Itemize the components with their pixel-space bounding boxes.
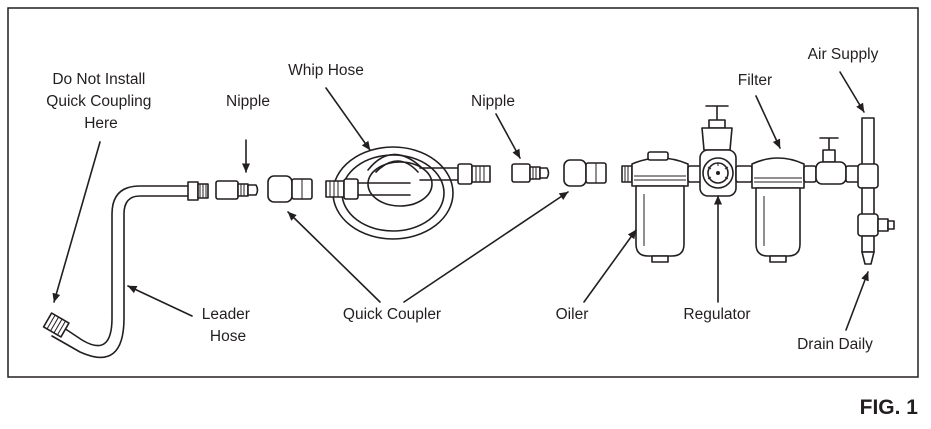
leader-hose	[42, 181, 209, 359]
label-filter: Filter	[738, 72, 772, 89]
filter	[751, 157, 817, 263]
label-nipple-right: Nipple	[471, 93, 515, 110]
regulator	[699, 105, 753, 197]
arrow-leader-hose	[127, 285, 193, 317]
arrow-nipple-right	[495, 113, 521, 159]
label-regulator: Regulator	[683, 306, 750, 323]
arrow-quick-coupler-right	[403, 191, 569, 303]
label-quick-coupler: Quick Coupler	[343, 306, 441, 323]
quick-coupler-right	[563, 159, 607, 187]
figure-label: FIG. 1	[860, 396, 919, 419]
label-air-supply: Air Supply	[808, 46, 879, 63]
arrow-filter	[755, 95, 781, 149]
oiler	[621, 151, 703, 263]
nipple-right	[511, 163, 550, 183]
nipple-left	[215, 180, 259, 200]
label-do-not-install: Do Not Install Quick Coupling Here	[46, 71, 155, 132]
quick-coupler-left	[267, 175, 313, 203]
label-leader-hose: Leader Hose	[202, 306, 255, 345]
shutoff-valve	[815, 137, 863, 185]
label-nipple-left: Nipple	[226, 93, 270, 110]
label-oiler: Oiler	[556, 306, 589, 323]
arrow-air-supply	[839, 71, 865, 113]
arrow-whip-hose	[325, 87, 371, 151]
whip-hose	[325, 146, 491, 240]
label-whip-hose: Whip Hose	[288, 62, 364, 79]
arrow-do-not-install	[52, 141, 101, 303]
diagram-frame	[7, 7, 919, 378]
air-supply-tee	[857, 117, 895, 265]
arrow-oiler	[583, 229, 637, 303]
arrow-quick-coupler-left	[287, 211, 381, 303]
arrow-drain-daily	[845, 271, 869, 331]
label-drain-daily: Drain Daily	[797, 336, 873, 353]
